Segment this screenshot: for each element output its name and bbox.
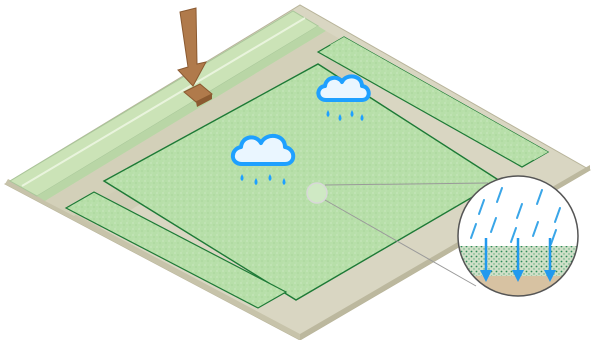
magnified-soil-inset xyxy=(458,176,578,298)
